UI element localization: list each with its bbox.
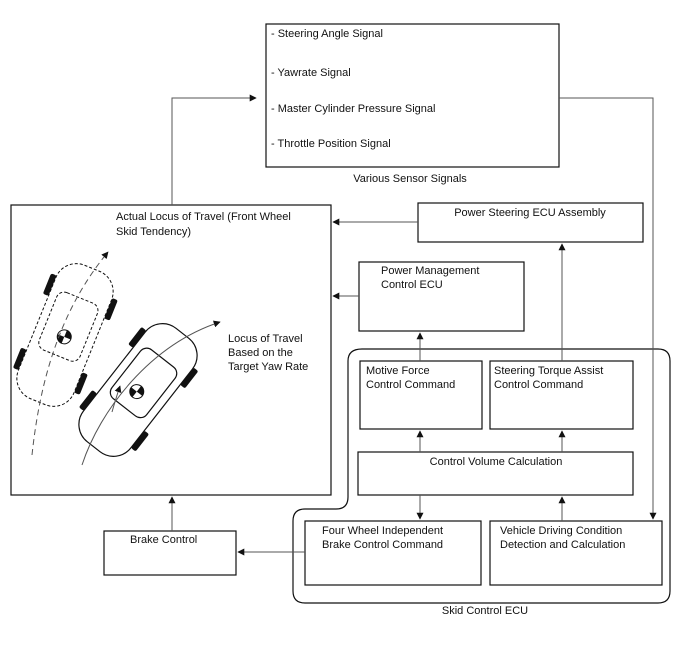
power-management-line1: Power Management <box>381 265 479 277</box>
target-locus-path <box>81 320 221 466</box>
skid-control-ecu-caption: Skid Control ECU <box>442 605 528 617</box>
target-locus-line3: Target Yaw Rate <box>228 361 308 373</box>
vehicle-driving-line2: Detection and Calculation <box>500 539 625 551</box>
yaw-arc-arrow <box>111 385 122 413</box>
vehicle-driving-condition-box: Vehicle Driving Condition Detection and … <box>489 520 663 586</box>
steering-torque-box: Steering Torque Assist Control Command <box>489 360 634 430</box>
actual-locus-title-line2: Skid Tendency) <box>116 226 191 238</box>
steering-torque-line2: Control Command <box>494 379 583 391</box>
target-locus-line2: Based on the <box>228 347 293 359</box>
power-steering-ecu-box: Power Steering ECU Assembly <box>417 202 644 243</box>
connector-lines <box>168 94 657 556</box>
dashed-car-illustration <box>13 263 118 407</box>
sensor-signal-yawrate: - Yawrate Signal <box>271 67 351 79</box>
power-management-ecu-box: Power Management Control ECU <box>358 261 525 332</box>
steering-torque-line1: Steering Torque Assist <box>494 365 603 377</box>
brake-control-label: Brake Control <box>130 534 197 546</box>
motive-force-line2: Control Command <box>366 379 455 391</box>
target-locus-line1: Locus of Travel <box>228 333 303 345</box>
motive-force-line1: Motive Force <box>366 365 430 377</box>
control-volume-label: Control Volume Calculation <box>430 456 563 468</box>
sensor-signals-box: - Steering Angle Signal - Yawrate Signal… <box>265 23 560 168</box>
sensor-signal-steering-angle: - Steering Angle Signal <box>271 28 383 40</box>
power-steering-label: Power Steering ECU Assembly <box>454 207 606 219</box>
four-wheel-brake-box: Four Wheel Independent Brake Control Com… <box>304 520 482 586</box>
vehicle-driving-line1: Vehicle Driving Condition <box>500 525 622 537</box>
actual-locus-title-line1: Actual Locus of Travel (Front Wheel <box>116 211 291 223</box>
brake-control-box: Brake Control <box>103 530 237 576</box>
control-volume-box: Control Volume Calculation <box>357 451 634 496</box>
skid-control-ecu-outline <box>292 348 671 604</box>
sensor-signal-throttle-position: - Throttle Position Signal <box>271 138 391 150</box>
four-wheel-line1: Four Wheel Independent <box>322 525 443 537</box>
sensor-signals-caption: Various Sensor Signals <box>353 173 467 185</box>
power-management-line2: Control ECU <box>381 279 443 291</box>
motive-force-box: Motive Force Control Command <box>359 360 483 430</box>
actual-locus-path <box>31 251 109 456</box>
sensor-signal-master-cylinder: - Master Cylinder Pressure Signal <box>271 103 435 115</box>
four-wheel-line2: Brake Control Command <box>322 539 443 551</box>
solid-car-illustration <box>78 323 198 457</box>
